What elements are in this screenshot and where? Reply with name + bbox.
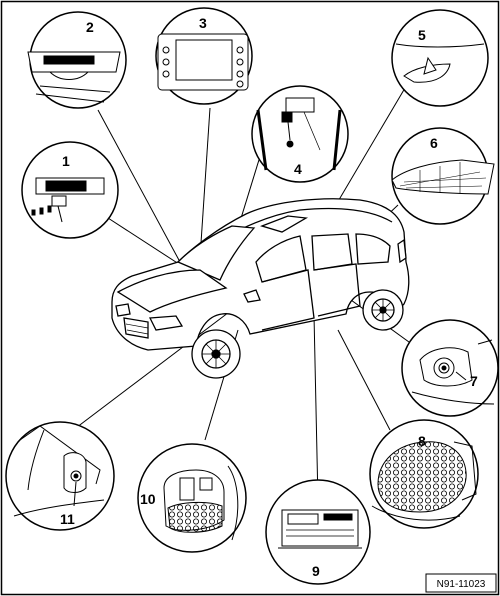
callout-number-1: 1 [62,153,70,169]
component-9-icon [278,509,362,549]
component-1-icon [31,177,105,223]
callout-number-10: 10 [140,491,156,507]
callout-circle-10: 10 [137,443,247,553]
leader-line-1 [107,217,183,267]
component-4-icon [256,97,342,171]
component-2-icon [27,51,121,103]
leader-line-2 [97,109,181,263]
component-11-icon [13,425,105,517]
callout-circle-4: 4 [251,85,349,183]
callout-number-4: 4 [294,161,302,177]
car-illustration [111,198,410,379]
callout-number-8: 8 [418,433,426,449]
callout-number-2: 2 [86,19,94,35]
component-8-icon [371,441,477,521]
callout-circle-6: 6 [391,127,495,225]
callout-circle-9: 9 [265,479,371,585]
leader-line-5 [329,87,406,216]
leader-line-11 [59,299,246,441]
callout-number-9: 9 [312,563,320,579]
leader-line-9 [313,314,319,503]
callout-circle-1: 1 [21,141,119,239]
callout-number-5: 5 [418,27,426,43]
callout-circle-11: 11 [5,421,115,531]
component-10-icon [163,465,239,541]
callout-number-7: 7 [470,373,478,389]
callout-circle-3: 3 [155,7,253,105]
leader-line-3 [199,107,211,259]
callout-circle-5: 5 [391,9,489,107]
callout-circle-7: 7 [401,319,499,417]
callout-circle-8: 8 [369,419,479,529]
callout-number-11: 11 [60,511,75,527]
component-7-icon [411,339,495,405]
component-3-icon [157,33,249,91]
reference-code: N91-11023 [437,579,486,590]
component-6-icon [391,159,495,195]
callout-number-3: 3 [199,15,207,31]
callout-number-6: 6 [430,135,438,151]
reference-code-box: N91-11023 [425,573,497,593]
component-5-icon [395,43,485,83]
leader-line-8 [337,329,391,431]
callout-circle-2: 2 [27,11,127,109]
